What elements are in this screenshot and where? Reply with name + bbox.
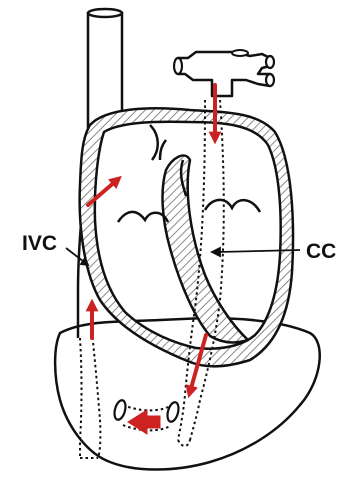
ventricular-septum xyxy=(163,155,248,342)
liver-outline xyxy=(55,318,320,470)
tricuspid-valve xyxy=(118,212,168,222)
cc-label: CC xyxy=(306,240,336,263)
atrial-divider xyxy=(150,125,166,160)
pulmonary-artery xyxy=(178,52,270,96)
mitral-valve xyxy=(205,200,260,212)
superior-vena-cava xyxy=(88,12,122,118)
ivc-label: IVC xyxy=(22,232,57,255)
